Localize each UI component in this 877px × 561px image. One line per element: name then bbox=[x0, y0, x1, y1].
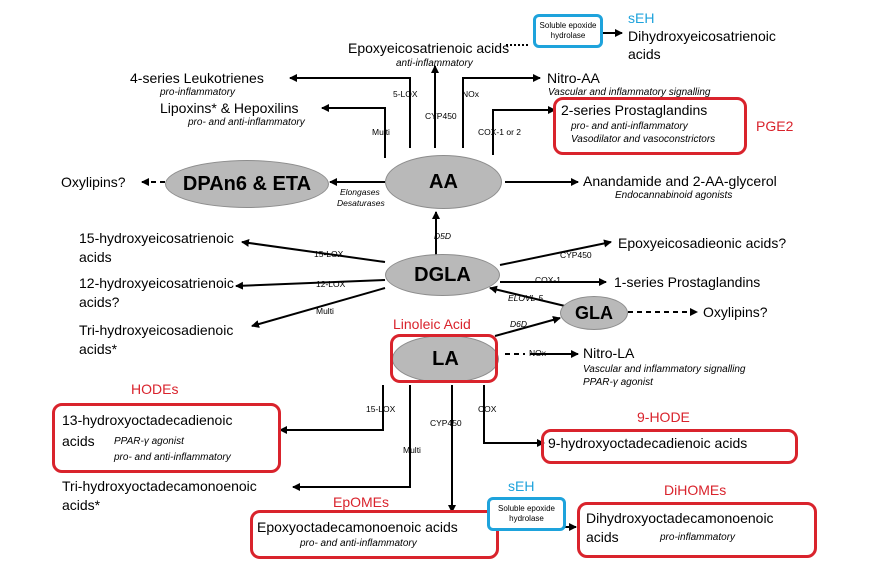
enzyme-desaturases: Desaturases bbox=[337, 198, 385, 208]
annotation-dihomes: DiHOMEs bbox=[664, 482, 727, 498]
hode13-label-1: 13-hydroxyoctadecadienoic bbox=[62, 412, 233, 428]
prostaglandins2-note-1: pro- and anti-inflammatory bbox=[571, 121, 688, 132]
enzyme-12lox-dgla: 12-LOX bbox=[316, 279, 346, 289]
arrow-dgla-12hete bbox=[235, 279, 386, 290]
dihomes-label-1: Dihydroxyoctadecamonoenoic bbox=[586, 510, 774, 526]
prostaglandins1-label: 1-series Prostaglandins bbox=[614, 274, 761, 290]
enzyme-elovl5: ELOVL-5 bbox=[508, 293, 543, 303]
epoxyeicosatrienoic-note: anti-inflammatory bbox=[396, 58, 473, 69]
hode13-note-2: pro- and anti-inflammatory bbox=[114, 452, 231, 463]
node-la: LA bbox=[392, 335, 499, 383]
enzyme-cox-la: COX bbox=[478, 404, 497, 414]
prostaglandins2-note-2: Vasodilator and vasoconstrictors bbox=[571, 134, 716, 145]
node-aa: AA bbox=[385, 155, 502, 209]
node-dgla: DGLA bbox=[385, 254, 500, 296]
epoxyeicosatrienoic-label: Epoxyeicosatrienoic acids bbox=[348, 40, 510, 56]
arrow-la-9hode bbox=[483, 385, 545, 447]
hete15-label-2: acids bbox=[79, 249, 112, 265]
dihomes-note: pro-inflammatory bbox=[660, 532, 736, 543]
anandamide-note: Endocannabinoid agonists bbox=[615, 190, 733, 201]
anandamide-label: Anandamide and 2-AA-glycerol bbox=[583, 173, 777, 189]
dihomes-label-2: acids bbox=[586, 529, 619, 545]
enzyme-cyp450-la: CYP450 bbox=[430, 418, 462, 428]
arrow-dgla-epoxyeicosadieonic bbox=[499, 239, 612, 266]
arrow-aa-lipoxins bbox=[321, 104, 386, 158]
annotation-seh-bottom: sEH bbox=[508, 478, 535, 494]
arrow-la-trihydroxy-octa bbox=[292, 385, 411, 491]
arrow-dgla-15hete bbox=[241, 239, 386, 263]
enzyme-nox-la: NOx bbox=[529, 348, 546, 358]
node-gla: GLA bbox=[560, 296, 628, 330]
epoxyeicosadieonic-label: Epoxyeicosadieonic acids? bbox=[618, 235, 787, 251]
enzyme-multi-la: Multi bbox=[403, 445, 421, 455]
enzyme-multi-aa: Multi bbox=[372, 127, 390, 137]
arrow-aa-nitro-aa bbox=[462, 74, 541, 148]
annotation-seh-top: sEH bbox=[628, 10, 655, 26]
node-dpan6-eta: DPAn6 & ETA bbox=[165, 160, 329, 208]
annotation-epomes: EpOMEs bbox=[333, 494, 390, 510]
enzyme-15lox-la: 15-LOX bbox=[366, 404, 396, 414]
annotation-9hode: 9-HODE bbox=[637, 409, 690, 425]
leukotrienes-note: pro-inflammatory bbox=[160, 87, 236, 98]
annotation-linoleic-acid: Linoleic Acid bbox=[393, 316, 471, 332]
enzyme-15lox-dgla: 15-LOX bbox=[314, 249, 344, 259]
arrow-dgla-trihydroxy bbox=[251, 287, 386, 328]
oxylipins-left-label: Oxylipins? bbox=[61, 174, 126, 190]
leukotrienes-label: 4-series Leukotrienes bbox=[130, 70, 264, 86]
trihydroxy-eicosa-label-1: Tri-hydroxyeicosadienoic bbox=[79, 322, 234, 338]
enzyme-d6d: D6D bbox=[510, 319, 528, 329]
arrow-la-gla bbox=[494, 316, 561, 337]
arrow-la-13hode bbox=[279, 385, 384, 434]
dihydroxyeicosatrienoic-label-2: acids bbox=[628, 46, 661, 62]
arrow-aa-prostaglandins2 bbox=[492, 106, 556, 155]
seh-box-bottom: Soluble epoxide hydrolase bbox=[487, 497, 566, 531]
nitro-la-note-1: Vascular and inflammatory signalling bbox=[583, 364, 746, 375]
nitro-la-label: Nitro-LA bbox=[583, 345, 635, 361]
lipoxins-note: pro- and anti-inflammatory bbox=[188, 117, 305, 128]
epomes-label: Epoxyoctadecamonoenoic acids bbox=[257, 519, 458, 535]
enzyme-elongases: Elongases bbox=[340, 187, 380, 197]
oxylipins-right-label: Oxylipins? bbox=[703, 304, 768, 320]
highlight-epomes bbox=[250, 510, 499, 559]
enzyme-cyp450-dgla: CYP450 bbox=[560, 250, 592, 260]
lipoxins-label: Lipoxins* & Hepoxilins bbox=[160, 100, 299, 116]
trihydroxy-eicosa-label-2: acids* bbox=[79, 341, 118, 357]
annotation-hodes: HODEs bbox=[131, 381, 179, 397]
enzyme-cox-aa: COX-1 or 2 bbox=[478, 127, 521, 137]
highlight-9hode bbox=[541, 429, 798, 464]
arrow-aa-leukotrienes bbox=[289, 74, 411, 148]
hode13-note-1: PPAR-γ agonist bbox=[114, 436, 184, 447]
highlight-dihomes bbox=[577, 502, 817, 558]
enzyme-d5d: D5D bbox=[434, 231, 452, 241]
nitro-aa-label: Nitro-AA bbox=[547, 70, 600, 86]
seh-box-top: Soluble epoxide hydrolase bbox=[533, 14, 603, 48]
dihydroxyeicosatrienoic-label-1: Dihydroxyeicosatrienoic bbox=[628, 28, 776, 44]
prostaglandins2-label: 2-series Prostaglandins bbox=[561, 102, 708, 118]
highlight-la bbox=[390, 334, 498, 383]
enzyme-5lox: 5-LOX bbox=[393, 89, 418, 99]
arrow-gla-dgla bbox=[489, 285, 566, 307]
hode13-label-2: acids bbox=[62, 433, 95, 449]
hode9-label: 9-hydroxyoctadecadienoic acids bbox=[548, 435, 748, 451]
enzyme-cyp450-aa: CYP450 bbox=[425, 111, 457, 121]
nitro-la-note-2: PPAR-γ agonist bbox=[583, 377, 653, 388]
highlight-prostaglandins2 bbox=[553, 97, 747, 155]
enzyme-cox1-dgla: COX-1 bbox=[535, 275, 561, 285]
trihydroxy-octa-label-1: Tri-hydroxyoctadecamonoenoic bbox=[62, 478, 257, 494]
enzyme-multi-dgla: Multi bbox=[316, 306, 334, 316]
annotation-pge2: PGE2 bbox=[756, 118, 794, 134]
enzyme-nox-aa: NOx bbox=[462, 89, 479, 99]
hete12-label-1: 12-hydroxyeicosatrienoic bbox=[79, 275, 234, 291]
epomes-note: pro- and anti-inflammatory bbox=[300, 538, 417, 549]
trihydroxy-octa-label-2: acids* bbox=[62, 497, 101, 513]
highlight-13hode bbox=[52, 403, 281, 473]
nitro-aa-note: Vascular and inflammatory signalling bbox=[548, 87, 711, 98]
hete15-label-1: 15-hydroxyeicosatrienoic bbox=[79, 230, 234, 246]
hete12-label-2: acids? bbox=[79, 294, 120, 310]
